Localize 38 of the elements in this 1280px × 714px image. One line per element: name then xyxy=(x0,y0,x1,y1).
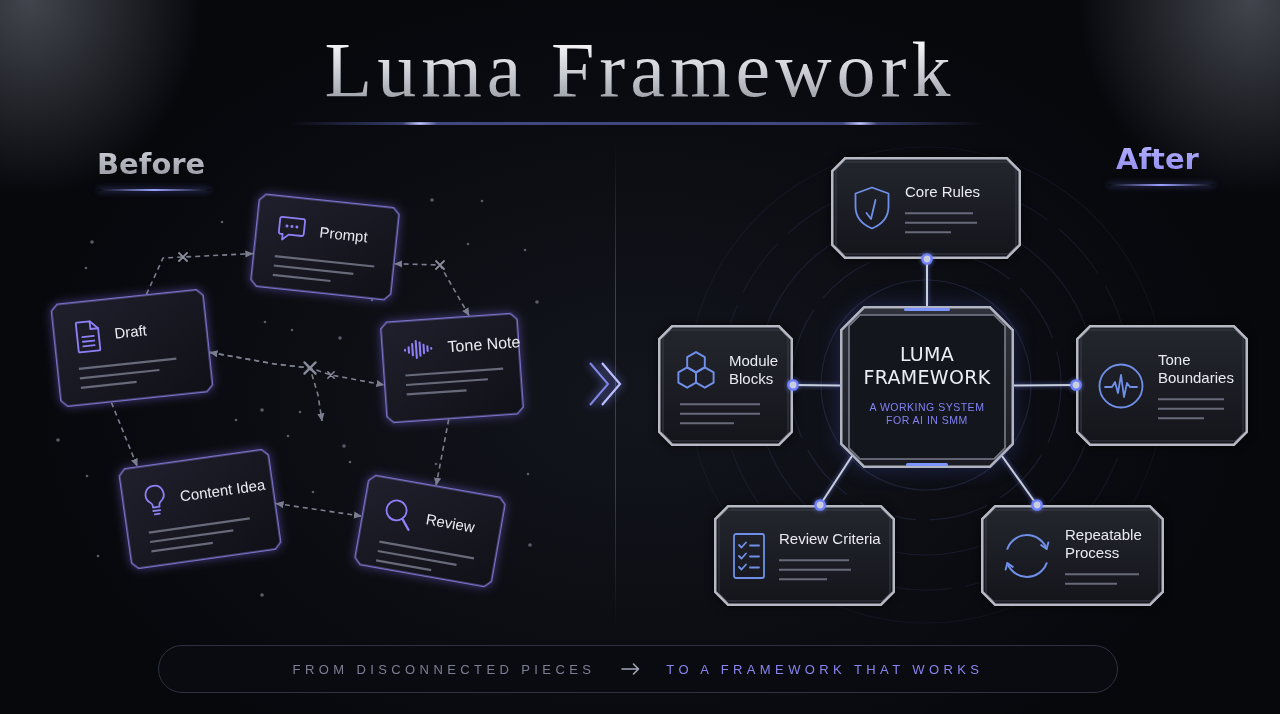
card-title: Core Rules xyxy=(905,182,981,201)
module-card xyxy=(714,505,895,606)
card-title: Review Criteria xyxy=(779,530,881,549)
card-title: Content Idea xyxy=(178,475,267,506)
central-hub-card xyxy=(840,306,1014,468)
note-card xyxy=(117,447,283,571)
note-card xyxy=(249,192,401,302)
dashed-arrow xyxy=(275,501,363,519)
module-card xyxy=(981,505,1164,606)
dashed-arrow xyxy=(209,350,385,388)
note-card xyxy=(50,288,214,408)
module-card xyxy=(1076,325,1248,446)
dashed-arrow xyxy=(145,250,254,295)
card-title: Review xyxy=(424,510,476,537)
connector-line xyxy=(1001,455,1043,511)
tagline-banner xyxy=(158,645,1118,693)
dashed-arrow xyxy=(110,401,138,468)
note-card xyxy=(379,312,525,424)
connector-line xyxy=(814,455,853,511)
card-title: Draft xyxy=(113,321,148,343)
card-title: Tone Boundaries xyxy=(1158,351,1235,388)
dashed-arrow xyxy=(393,260,470,317)
connector-line xyxy=(921,253,933,307)
note-card xyxy=(353,473,507,589)
hub-title: LUMA FRAMEWORK xyxy=(862,343,992,389)
connector-line xyxy=(787,379,841,391)
hub-subtitle: A WORKING SYSTEM FOR AI IN SMM xyxy=(868,401,986,427)
card-title: Prompt xyxy=(318,223,369,247)
dashed-arrow xyxy=(209,351,325,422)
card-title: Module Blocks xyxy=(729,352,780,388)
connector-line xyxy=(1013,379,1082,391)
tagline-text: TO A FRAMEWORK THAT WORKS xyxy=(666,661,984,677)
module-card xyxy=(658,325,793,446)
card-title: Tone Note xyxy=(446,333,521,357)
tagline-text: FROM DISCONNECTED PIECES xyxy=(292,661,596,677)
card-title: Repeatable Process xyxy=(1065,526,1143,562)
dashed-arrow xyxy=(434,418,450,487)
module-card xyxy=(831,157,1021,259)
